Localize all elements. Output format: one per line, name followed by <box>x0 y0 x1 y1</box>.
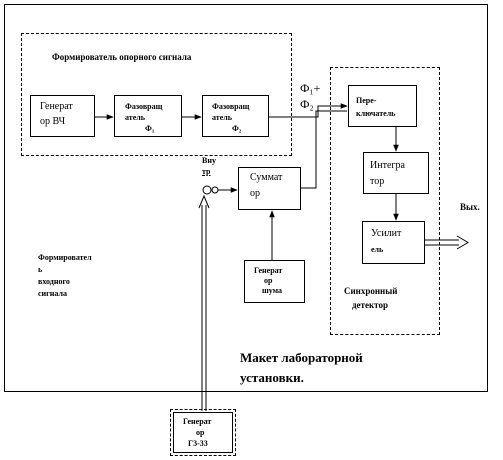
phase-shifter-1-label-2: атель <box>125 113 145 122</box>
hf-generator-label-2: ор ВЧ <box>40 116 66 127</box>
switch-label-1: Пере- <box>356 96 377 105</box>
integrator-block <box>363 152 429 194</box>
input-former-label-1: Формировател <box>38 253 92 262</box>
sync-detector-group <box>330 67 440 335</box>
phase-shifter-1-label-3: Ф₁ <box>145 124 155 133</box>
jack-circle-right <box>211 186 219 194</box>
input-former-label-2: ь <box>38 265 43 274</box>
input-former-label-4: сигнала <box>38 289 67 298</box>
phase-sum-label-2: Ф₂ <box>300 97 314 111</box>
adder-label-2: ор <box>250 188 260 199</box>
jack-circle-left <box>202 185 212 195</box>
phase-shifter-1-label-1: Фазовращ <box>125 102 163 111</box>
hf-generator-block <box>30 95 95 137</box>
reference-former-group <box>21 33 292 156</box>
g333-generator-group <box>170 409 236 456</box>
g333-generator-label-1: Генерат <box>183 417 212 426</box>
input-former-label-3: входного <box>38 277 70 286</box>
amplifier-label-1: Усилит <box>371 228 402 239</box>
sync-detector-label-1: Синхронный <box>344 286 398 296</box>
phase-shifter-2-label-2: атель <box>212 113 232 122</box>
wire-out-arrowhead <box>456 235 469 250</box>
adder-label-1: Суммат <box>250 172 283 183</box>
reference-former-title: Формирователь опорного сигнала <box>52 52 192 62</box>
wire-g333-arrowhead <box>198 194 210 209</box>
noise-generator-label-2: ор <box>264 276 273 285</box>
noise-generator-label-3: шума <box>262 286 283 295</box>
phase-shifter-2-label-1: Фазовращ <box>212 102 250 111</box>
output-label: Вых. <box>460 202 480 212</box>
phase-shifter-1-block <box>114 95 182 137</box>
phase-sum-label-1: Ф₁+ <box>300 81 321 95</box>
input-jack-label-2: тр <box>202 167 211 176</box>
integrator-label-1: Интегра <box>370 160 405 171</box>
switch-block <box>348 85 417 127</box>
phase-shifter-2-block <box>202 95 269 137</box>
g333-generator-label-2: ор <box>196 428 205 437</box>
phase-shifter-2-label-3: Ф₂ <box>232 124 242 133</box>
noise-generator-label-1: Генерат <box>254 266 283 275</box>
input-jack-label-1: Вну <box>202 156 216 165</box>
setup-caption-2: установки. <box>240 370 304 385</box>
switch-label-2: ключатель <box>356 109 396 118</box>
amplifier-label-2: ель <box>371 245 384 254</box>
sync-detector-label-2: детектор <box>352 300 388 310</box>
amplifier-block <box>362 221 425 264</box>
wire-adder-to-switch <box>301 110 347 189</box>
g333-generator-block <box>173 412 233 453</box>
setup-caption-1: Макет лабораторной <box>240 350 363 365</box>
noise-generator-block <box>244 260 305 303</box>
adder-block <box>238 167 301 210</box>
g333-generator-label-3: Г3-33 <box>188 439 208 448</box>
hf-generator-label-1: Генерат <box>40 101 73 112</box>
integrator-label-2: тор <box>370 176 385 187</box>
